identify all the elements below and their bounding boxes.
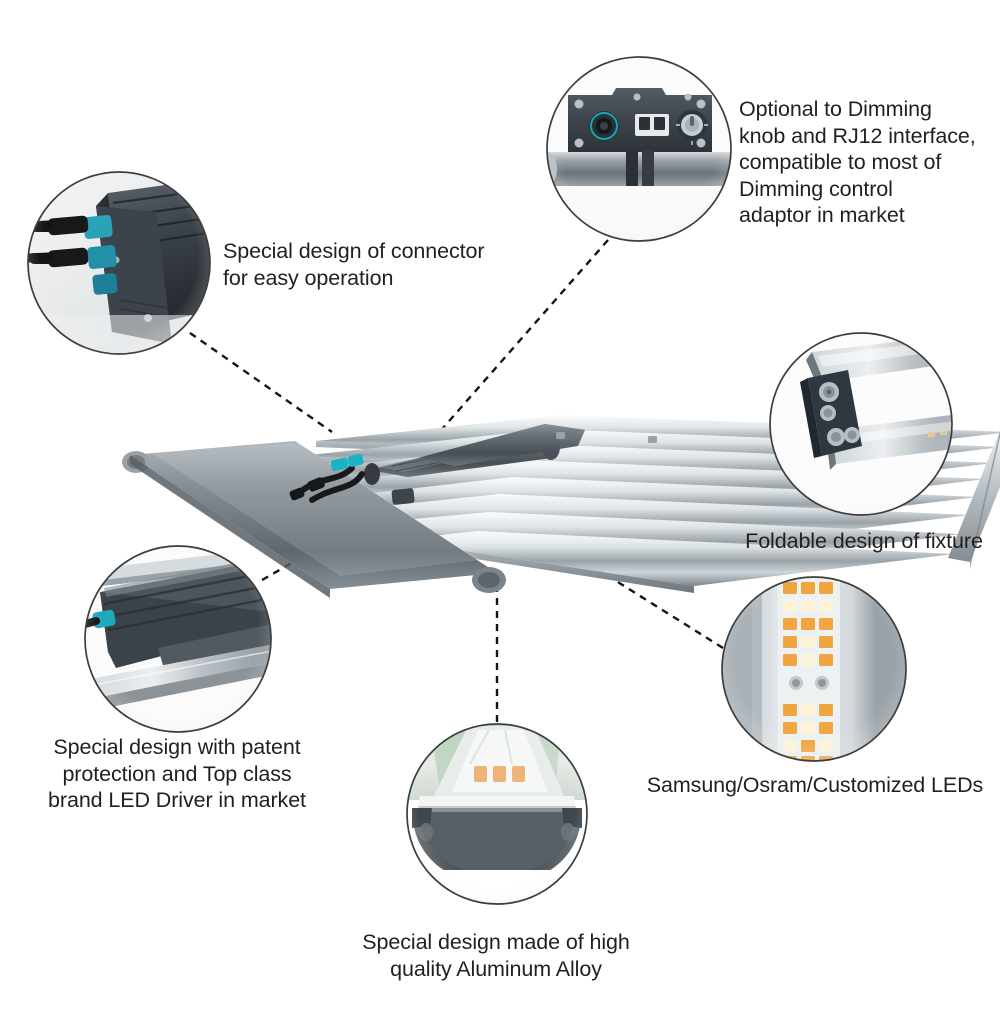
power-cables [297,465,365,503]
connector-caption: Special design of connector for easy ope… [223,239,485,290]
secondary-driver-unit [418,424,585,466]
bar-mount-brackets [556,432,657,443]
left-main-rail [122,441,506,598]
leds-caption: Samsung/Osram/Customized LEDs [646,773,984,797]
leader-connector [189,332,333,433]
dimming-caption: Optional to Dimming knob and RJ12 interf… [739,97,976,227]
dimming-callout-circle [546,56,732,242]
driver-callout-circle [84,545,272,733]
leds-callout-circle [721,576,907,762]
rail-hinge-tab [391,488,415,505]
driver-caption: Special design with patent protection an… [48,735,306,812]
cable-connectors [289,453,364,501]
right-end-rail [948,430,1000,569]
aluminum-caption: Special design made of high quality Alum… [362,930,630,981]
aluminum-callout-circle [406,723,588,905]
foldable-caption: Foldable design of fixture [745,529,983,553]
connector-callout-circle [27,171,211,355]
foldable-callout-circle [769,332,953,516]
leader-dimming [435,239,609,437]
led-bar [392,531,954,593]
